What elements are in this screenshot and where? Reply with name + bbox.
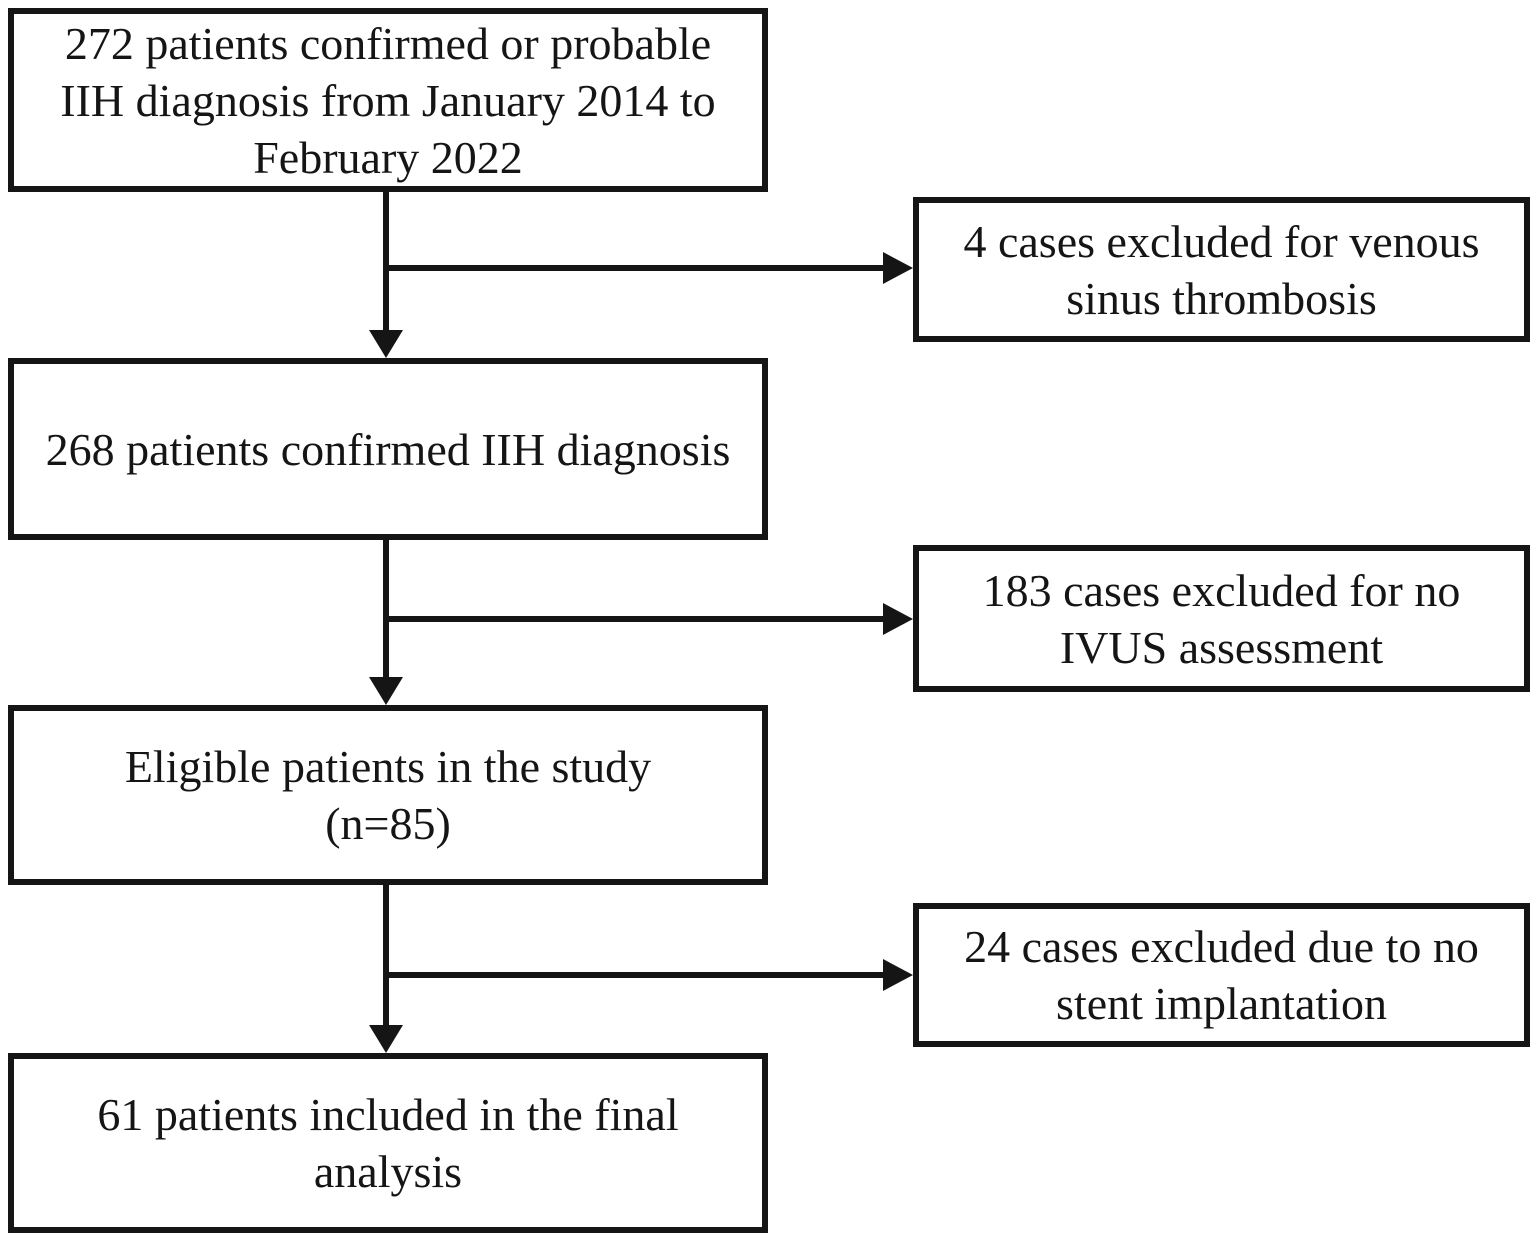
box-excluded-no-stent-line-1: 24 cases excluded due to no <box>964 921 1479 972</box>
box-enrolled-line-3: February 2022 <box>253 131 523 183</box>
branch-to-excluded-no-ivus <box>386 616 885 622</box>
box-eligible-line-1: Eligible patients in the study <box>124 741 652 792</box>
box-excluded-no-ivus-line-2: IVUS assessment <box>1059 621 1384 673</box>
connector-enrolled-to-confirmed <box>383 192 389 332</box>
box-excluded-thrombosis: 4 cases excluded for venous sinus thromb… <box>913 197 1530 342</box>
down-arrowhead-3-icon <box>369 1025 403 1053</box>
box-eligible-patients: Eligible patients in the study (n=85) <box>8 705 768 885</box>
box-enrolled-line-1: 272 patients confirmed or probable <box>64 17 712 69</box>
connector-eligible-to-final <box>383 885 389 1027</box>
box-confirmed-line-1: 268 patients confirmed IIH diagnosis <box>45 423 731 475</box>
box-final-line-2: analysis <box>313 1146 463 1197</box>
box-final-analysis: 61 patients included in the final analys… <box>8 1053 768 1233</box>
down-arrowhead-2-icon <box>369 677 403 705</box>
right-arrowhead-3-icon <box>883 959 913 991</box>
box-excluded-no-ivus: 183 cases excluded for no IVUS assessmen… <box>913 545 1530 692</box>
branch-to-excluded-no-stent <box>386 972 885 978</box>
box-enrolled-patients: 272 patients confirmed or probable IIH d… <box>8 8 768 192</box>
box-confirmed-diagnosis: 268 patients confirmed IIH diagnosis <box>8 358 768 540</box>
down-arrowhead-1-icon <box>369 330 403 358</box>
box-excluded-thrombosis-line-2: sinus thrombosis <box>1066 272 1377 324</box>
right-arrowhead-2-icon <box>883 603 913 635</box>
box-excluded-no-stent: 24 cases excluded due to no stent implan… <box>913 903 1530 1047</box>
box-excluded-no-stent-line-2: stent implantation <box>1056 978 1387 1029</box>
right-arrowhead-1-icon <box>883 252 913 284</box>
box-excluded-no-ivus-line-1: 183 cases excluded for no <box>982 564 1461 616</box>
box-enrolled-line-2: IIH diagnosis from January 2014 to <box>60 74 716 126</box>
box-eligible-line-2: (n=85) <box>325 798 451 849</box>
box-final-line-1: 61 patients included in the final <box>97 1089 679 1140</box>
box-excluded-thrombosis-line-1: 4 cases excluded for venous <box>963 215 1480 267</box>
connector-confirmed-to-eligible <box>383 540 389 679</box>
branch-to-excluded-thrombosis <box>386 265 885 271</box>
